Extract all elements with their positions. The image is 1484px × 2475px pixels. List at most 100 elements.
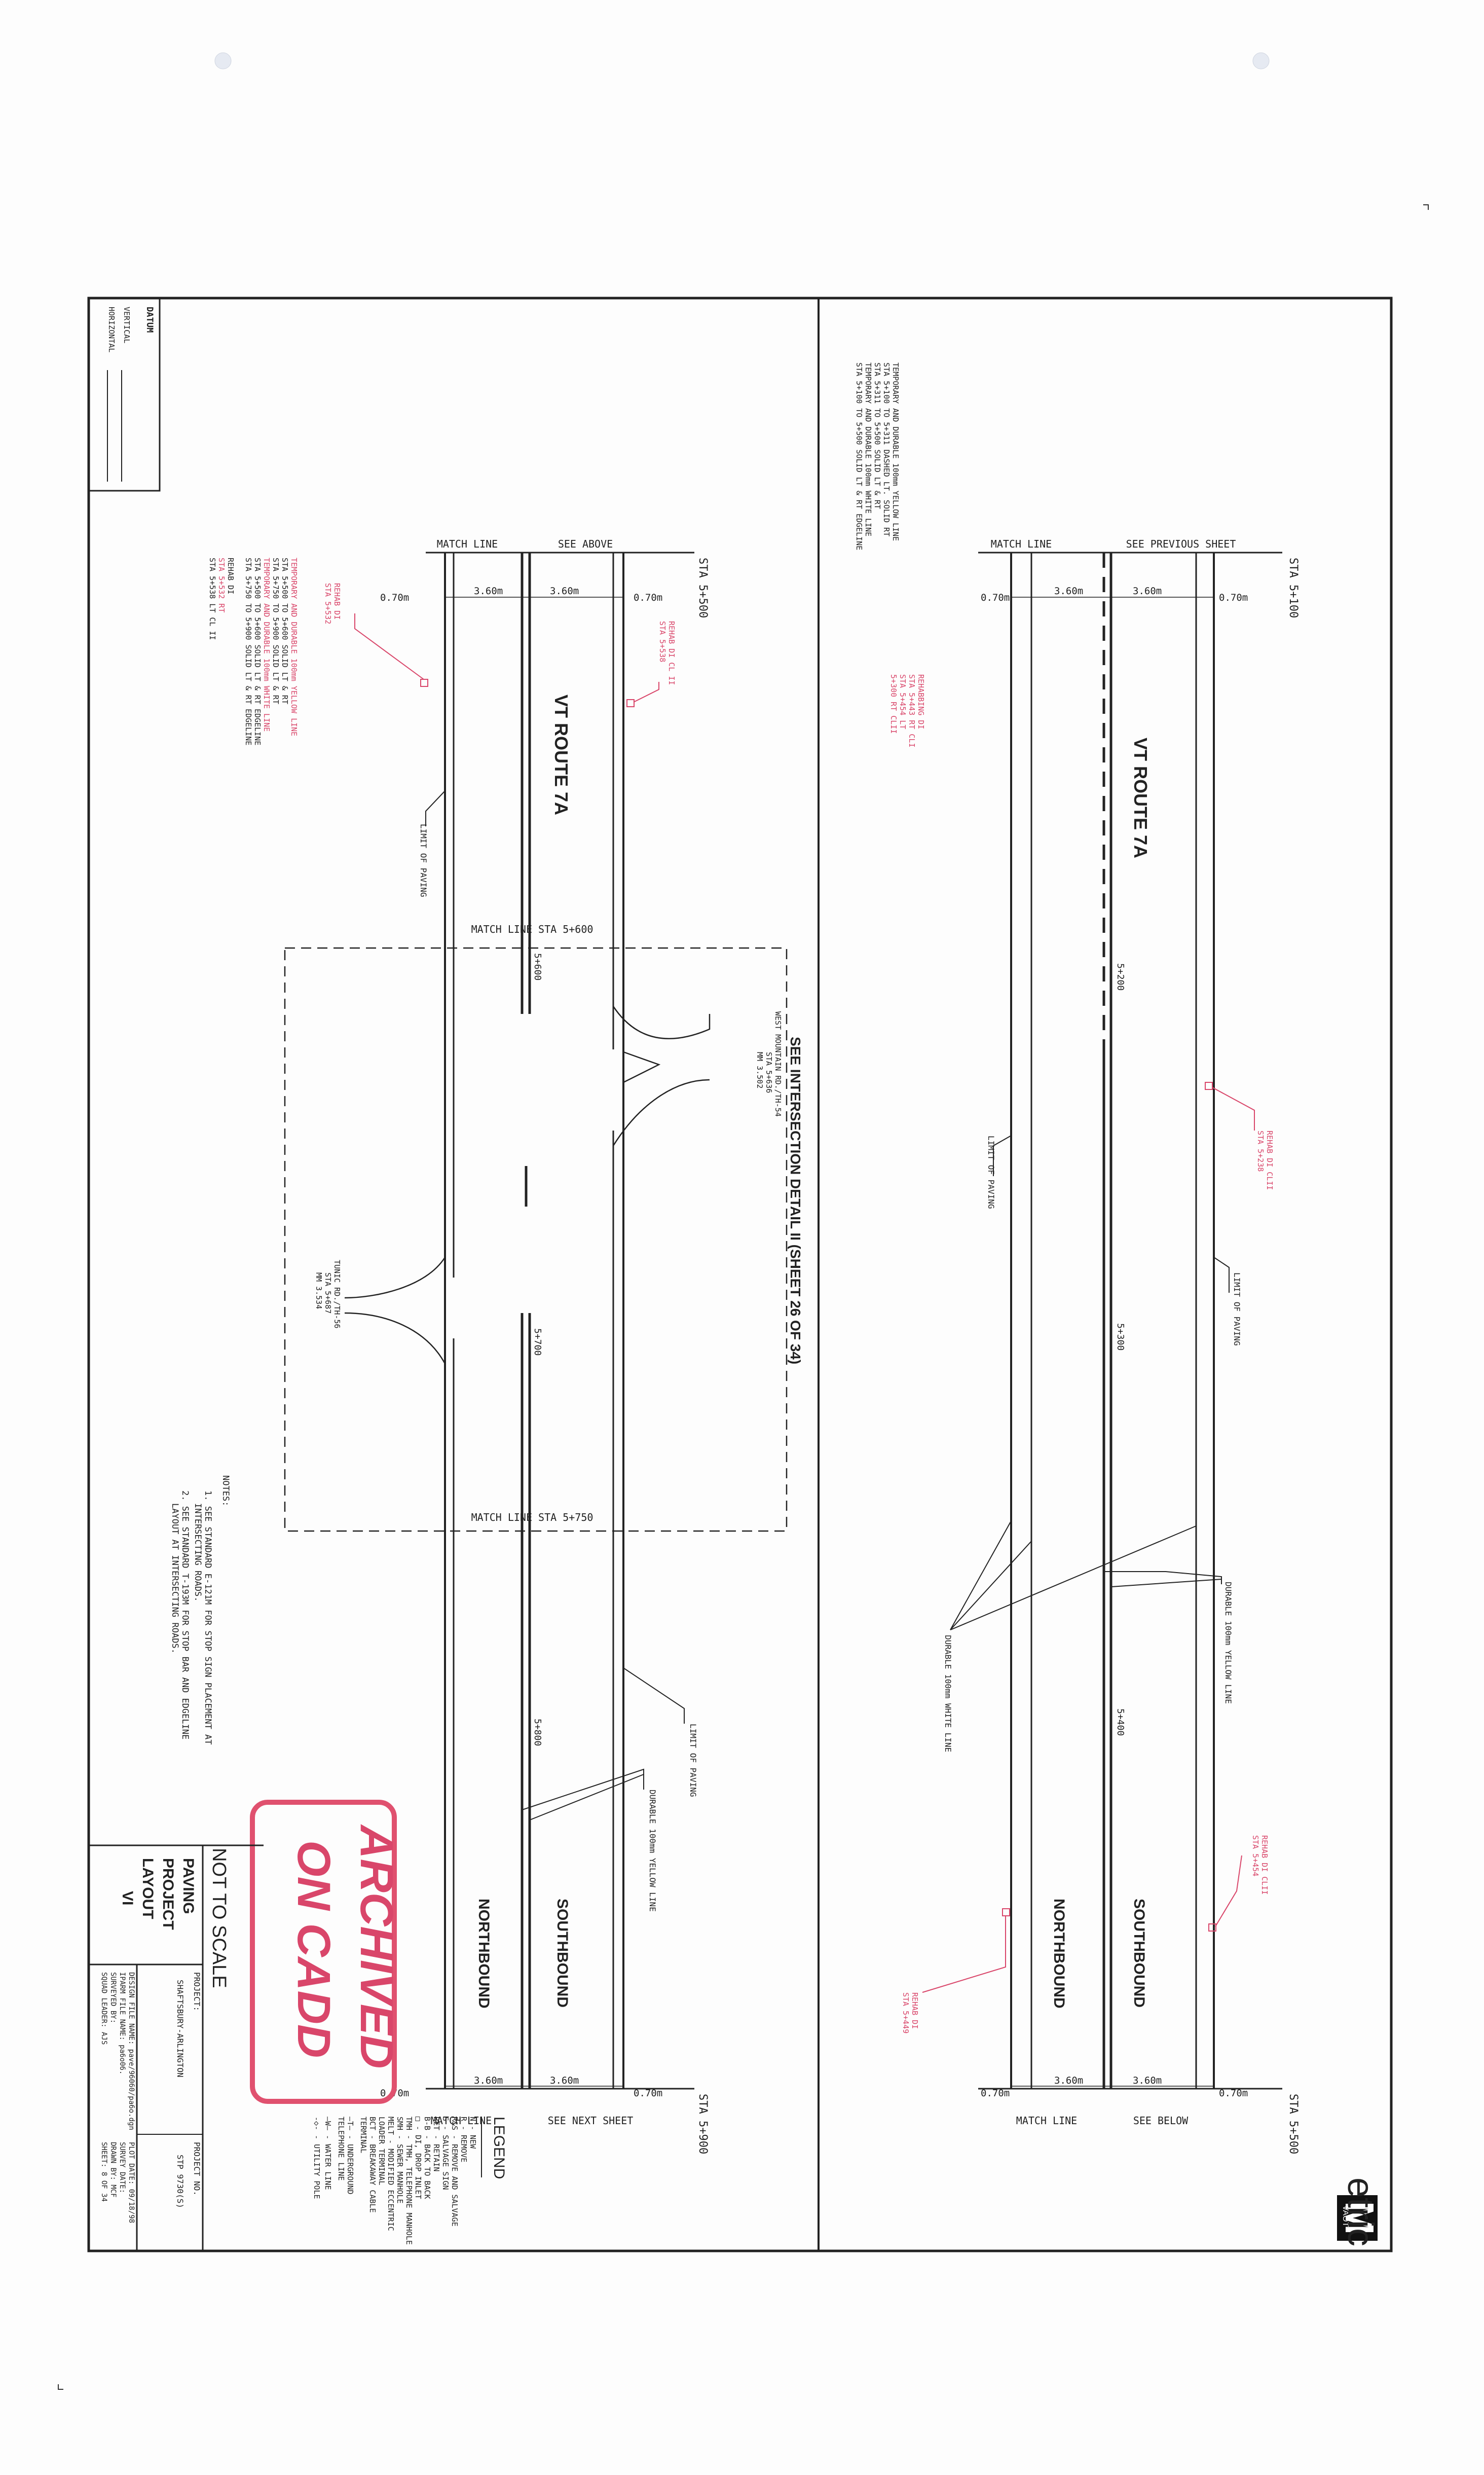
note-line: TEMPORARY AND DURABLE 100mm YELLOW LINE — [289, 558, 299, 736]
legend-item: R&S - REMOVE AND SALVAGE — [450, 2117, 459, 2227]
datum-block: DATUM VERTICAL HORIZONTAL — [88, 297, 161, 492]
legend-item: □ - DI, DROP INLET — [414, 2117, 423, 2199]
tb-info: PLOT DATE: 09/18/98 — [127, 2142, 135, 2223]
legend-item: B-B - BACK TO BACK — [423, 2117, 432, 2199]
route-label: VT ROUTE 7A — [551, 695, 572, 815]
dim-lane-right: 3.60m — [550, 2075, 579, 2086]
title-block: PAVING PROJECT LAYOUT VI PROJECT: SHAFTS… — [89, 1844, 264, 2251]
note-line: STA 5+750 TO 5+900 SOLID LT & RT — [271, 558, 280, 704]
station-tick: 5+200 — [1115, 963, 1126, 991]
rehab-leader — [1212, 1087, 1255, 1131]
limit-of-paving-2: LIMIT OF PAVING — [1232, 1272, 1242, 1346]
tb-project-name: SHAFTSBURY-ARLINGTON — [175, 1980, 185, 2078]
tb-info: SQUAD LEADER: AJS — [100, 1972, 108, 2045]
note-item: LAYOUT AT INTERSECTING ROADS. — [170, 1503, 180, 1654]
note-line: STA 5+750 TO 5+900 SOLID LT & RT EDGELIN… — [244, 558, 253, 745]
tb-title: VI — [119, 1891, 136, 1905]
metric-logo: M VAOT etric — [1337, 2177, 1382, 2246]
leader-line — [623, 1667, 685, 1724]
intersection-curb — [612, 1079, 710, 1146]
tb-title: PROJECT — [160, 1858, 176, 1930]
tb-info: DRAWN BY: MCF — [109, 2142, 117, 2198]
dim-lane-right: 3.60m — [1133, 2075, 1162, 2086]
stamp-line-1: ARCHIVED — [351, 1824, 402, 2068]
corner-mark — [58, 2384, 63, 2390]
rehab-238-label: REHAB DI CLII — [1265, 1131, 1274, 1190]
rehab-538-sta: STA 5+538 — [658, 621, 667, 662]
tb-project-no-label: PROJECT NO. — [192, 2142, 202, 2196]
rehab-line: STA 5+532 RT — [217, 558, 226, 612]
station-tick: 5+800 — [532, 1719, 543, 1746]
west-mountain-name: WEST MOUNTAIN RD./TH-54 — [773, 1011, 783, 1117]
legend-title: LEGEND — [491, 2117, 507, 2179]
rehab-454-label: REHAB DI CLII — [1260, 1835, 1269, 1895]
tb-info: SHEET: 8 OF 34 — [100, 2142, 108, 2202]
note-line: TEMPORARY AND DURABLE 100mm WHITE LINE — [864, 362, 873, 536]
logo-word: etric — [1340, 2177, 1381, 2246]
tb-title: LAYOUT — [139, 1858, 156, 1919]
legend-item: TELEPHONE LINE — [337, 2117, 346, 2180]
legend-item: R - REMOVE — [459, 2117, 468, 2162]
general-notes: NOTES: 1. SEE STANDARD E-121M FOR STOP S… — [170, 1475, 231, 1745]
legend-item: RET - RETAIN — [432, 2117, 441, 2171]
west-mountain-mm: MM 3.502 — [755, 1052, 764, 1088]
station-tick: 5+300 — [1115, 1323, 1126, 1351]
legend-item: TERMINAL — [359, 2117, 368, 2153]
sta-start: STA 5+500 — [696, 558, 709, 618]
stamp-line-2: ON CADD — [288, 1840, 340, 2058]
limit-of-paving-1: LIMIT OF PAVING — [986, 1136, 996, 1209]
see-above-label: SEE ABOVE — [558, 538, 613, 550]
dim-outer-right: 0.70m — [634, 2088, 662, 2099]
rehab-238-sta: STA 5+238 — [1256, 1131, 1265, 1172]
note-item: 1. SEE STANDARD E-121M FOR STOP SIGN PLA… — [203, 1490, 213, 1745]
dim-lane-left: 3.60m — [1054, 586, 1083, 597]
intersection-detail-box — [284, 947, 788, 1532]
rehab-leader — [1215, 1855, 1242, 1927]
match-line-600: MATCH LINE STA 5+600 — [471, 923, 593, 935]
notes-title: NOTES: — [220, 1475, 231, 1506]
northbound-label: NORTHBOUND — [475, 1899, 492, 2009]
northbound-label: NORTHBOUND — [1051, 1899, 1067, 2009]
rehab-line: REHAB DI — [226, 558, 235, 594]
rehab-line: STA 5+443 RT CLI — [907, 674, 916, 748]
rehab-532-label: REHAB DI — [332, 583, 342, 620]
legend-item: N - NEW — [468, 2117, 477, 2149]
punch-hole — [1252, 52, 1270, 69]
rehab-line: STA 5+454 LT — [898, 674, 907, 729]
dim-lane-left: 3.60m — [474, 586, 503, 597]
leader-line — [522, 1768, 644, 1810]
west-mountain-sta: STA 5+636 — [764, 1052, 773, 1093]
limit-of-paving-1: LIMIT OF PAVING — [419, 824, 428, 897]
tb-project-no: STP 9730(S) — [175, 2155, 185, 2208]
sheet-border — [87, 297, 1393, 2252]
legend-item: —W— - WATER LINE — [323, 2117, 332, 2190]
leader-line — [950, 1525, 1197, 1630]
dim-outer-right: 0.70m — [1219, 592, 1248, 603]
limit-of-paving-2: LIMIT OF PAVING — [688, 1724, 698, 1797]
upper-plan: STA 5+100 STA 5+500 MATCH LINE SEE PREVI… — [855, 362, 1300, 2154]
rehab-454-sta: STA 5+454 — [1251, 1835, 1260, 1876]
corner-mark — [1423, 204, 1429, 210]
tunic-rd-name: TUNIC RD./TH-56 — [332, 1260, 342, 1328]
note-item: 2. SEE STANDARD T-193M FOR STOP BAR AND … — [180, 1490, 190, 1739]
tb-project-label: PROJECT: — [192, 1972, 202, 2011]
dim-lane-right: 3.60m — [550, 586, 579, 597]
drop-inlet — [1002, 1908, 1010, 1916]
legend-item: BCT - BREAKAWAY CABLE — [368, 2117, 377, 2213]
rehab-532-sta: STA 5+532 — [323, 583, 332, 624]
intersection-title: SEE INTERSECTION DETAIL II (SHEET 26 OF … — [788, 1037, 803, 1364]
see-below-label: SEE BELOW — [1133, 2115, 1189, 2127]
leader-line — [425, 790, 446, 826]
dim-lane-right: 3.60m — [1133, 586, 1162, 597]
see-next-sheet-label: SEE NEXT SHEET — [548, 2115, 634, 2127]
upper-rehab-notes: REHABBING DI STA 5+443 RT CLI STA 5+454 … — [889, 674, 925, 748]
station-tick: 5+600 — [532, 953, 543, 980]
note-line: STA 5+311 TO 5+500 SOLID LT & RT — [873, 362, 882, 509]
rehab-line: 5+300 RT CLII — [889, 674, 898, 734]
route-label: VT ROUTE 7A — [1130, 738, 1151, 858]
leader-line — [993, 1135, 1012, 1176]
logo-mark — [1337, 2195, 1378, 2241]
drop-inlet — [626, 699, 635, 707]
sta-end: STA 5+500 — [1287, 2094, 1300, 2154]
sta-start: STA 5+100 — [1287, 558, 1300, 618]
